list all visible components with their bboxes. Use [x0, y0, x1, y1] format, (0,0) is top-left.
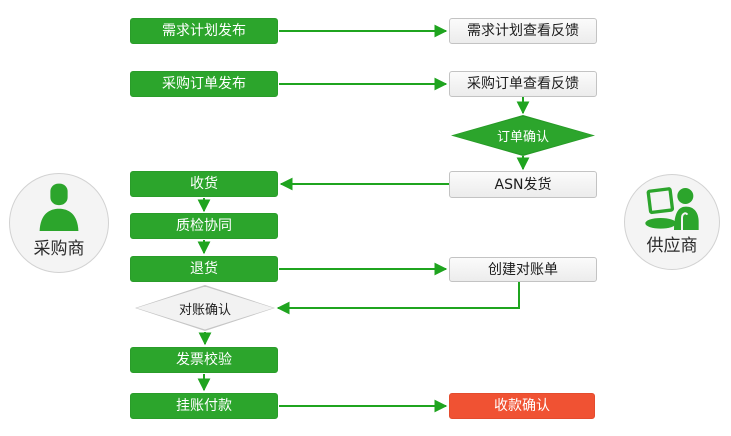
- actor-buyer: 采购商: [9, 173, 109, 273]
- node-demand-plan-publish: 需求计划发布: [130, 18, 278, 44]
- actor-buyer-label: 采购商: [33, 239, 85, 259]
- node-receive-goods: 收货: [130, 171, 278, 197]
- actor-supplier-label: 供应商: [646, 236, 698, 256]
- node-payment-on-account: 挂账付款: [130, 393, 278, 419]
- node-receipt-confirm: 收款确认: [449, 393, 595, 419]
- node-purchase-order-publish: 采购订单发布: [130, 71, 278, 97]
- diamond-label: 订单确认: [496, 130, 549, 145]
- node-quality-check: 质检协同: [130, 213, 278, 239]
- diamond-label: 对账确认: [178, 302, 231, 318]
- actor-supplier: 供应商: [624, 174, 720, 270]
- edge-statement-to-confirm: [276, 282, 520, 315]
- person-icon: [39, 183, 79, 231]
- node-create-statement: 创建对账单: [449, 257, 597, 282]
- node-return-goods: 退货: [130, 256, 278, 282]
- node-demand-plan-feedback: 需求计划查看反馈: [449, 18, 597, 44]
- node-invoice-verify: 发票校验: [130, 347, 278, 373]
- node-statement-confirm-decision: 对账确认: [135, 285, 275, 331]
- node-order-confirm-decision: 订单确认: [451, 115, 595, 156]
- node-purchase-order-feedback: 采购订单查看反馈: [449, 71, 597, 97]
- node-asn-shipment: ASN发货: [449, 171, 597, 198]
- person-laptop-icon: [645, 187, 699, 230]
